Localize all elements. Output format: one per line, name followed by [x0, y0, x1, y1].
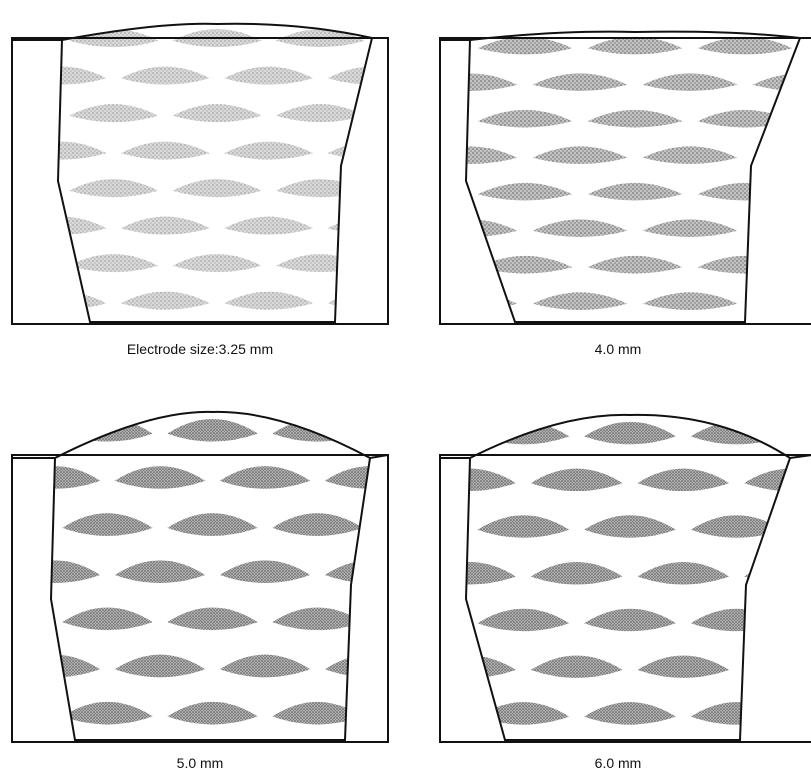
weld-pass: [371, 515, 463, 537]
weld-pass: [0, 608, 48, 631]
weld-pass: [377, 608, 467, 631]
weld-pass: [753, 146, 811, 164]
weld-pass: [0, 254, 55, 272]
panel-6-0mm: 6.0 mm: [371, 409, 811, 771]
weld-pass: [368, 183, 463, 201]
weld-pass: [328, 292, 417, 310]
weld-pass: [744, 562, 811, 584]
weld-pass: [0, 104, 55, 122]
weld-passes: [0, 18, 520, 330]
weld-passes: [371, 409, 811, 749]
weld-pass: [371, 609, 463, 631]
weld-pass: [0, 513, 48, 536]
weld-pass: [371, 702, 463, 724]
weld-pass: [797, 609, 811, 631]
weld-pass: [368, 110, 463, 128]
panel-5-0mm: 5.0 mm: [0, 406, 520, 771]
weld-pass: [368, 256, 463, 274]
weld-pass: [797, 702, 811, 724]
weld-pass: [753, 292, 811, 310]
panel-4-0mm: 4.0 mm: [368, 26, 811, 357]
weld-pass: [0, 419, 48, 442]
weld-pass: [379, 179, 468, 197]
weld-pass: [379, 104, 468, 122]
weld-pass: [328, 217, 417, 235]
caption-2: 4.0 mm: [595, 341, 642, 357]
weld-pass: [797, 422, 811, 444]
weld-pass: [377, 419, 467, 442]
caption-1: Electrode size:3.25 mm: [127, 341, 273, 357]
weld-pass: [423, 292, 518, 310]
weld-bead-1: [0, 18, 520, 330]
weld-pass: [797, 515, 811, 537]
weld-pass: [371, 422, 463, 444]
weld-pass: [377, 702, 467, 725]
weld-pass: [379, 254, 468, 272]
weld-pass: [0, 179, 55, 197]
caption-3: 5.0 mm: [177, 755, 224, 771]
weld-bead-2: [368, 26, 811, 330]
weld-pass: [0, 702, 48, 725]
weld-passes: [368, 26, 811, 330]
caption-4: 6.0 mm: [595, 755, 642, 771]
weld-bead-4: [371, 409, 811, 749]
weld-pass: [744, 655, 811, 677]
panel-3-25mm: Electrode size:3.25 mm: [0, 18, 520, 357]
weld-pass: [377, 513, 467, 536]
weld-pass: [753, 219, 811, 237]
